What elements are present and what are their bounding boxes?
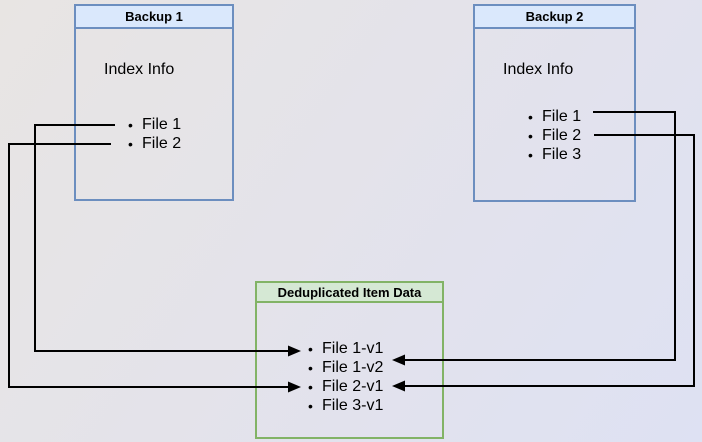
bullet-icon: • <box>128 116 133 133</box>
list-item: • File 3 <box>528 145 581 164</box>
dedup-file-1-v2: File 1-v2 <box>322 358 384 376</box>
dedup-file-2-v1: File 2-v1 <box>322 377 384 395</box>
backup1-index-info-label: Index Info <box>104 61 175 78</box>
backup2-file-2: File 2 <box>542 126 582 144</box>
backup1-file-1: File 1 <box>142 115 182 133</box>
bullet-icon: • <box>308 378 313 395</box>
list-item: • File 2 <box>528 126 581 145</box>
bullet-icon: • <box>528 108 533 125</box>
list-item: • File 1 <box>528 107 581 126</box>
bullet-icon: • <box>308 359 313 376</box>
dedup-title: Deduplicated Item Data <box>277 284 422 300</box>
dedup-file-3-v1: File 3-v1 <box>322 396 384 414</box>
list-item: • File 1-v1 <box>308 339 383 358</box>
list-item: • File 1 <box>128 115 181 134</box>
backup2-header: Backup 2 <box>475 6 634 29</box>
bullet-icon: • <box>528 127 533 144</box>
backup2-title: Backup 2 <box>525 9 584 24</box>
backup2-box: Backup 2 Index Info • File 1 • File 2 • … <box>473 4 636 202</box>
list-item: • File 1-v2 <box>308 358 383 377</box>
backup1-header: Backup 1 <box>76 6 232 29</box>
backup2-index-info-label: Index Info <box>503 61 574 78</box>
backup2-file-list: • File 1 • File 2 • File 3 <box>528 107 581 164</box>
backup1-file-2: File 2 <box>142 134 182 152</box>
backup2-file-1: File 1 <box>542 107 582 125</box>
list-item: • File 2-v1 <box>308 377 383 396</box>
dedup-box: Deduplicated Item Data • File 1-v1 • Fil… <box>255 281 444 439</box>
backup1-file-list: • File 1 • File 2 <box>128 115 181 153</box>
dedup-item-list: • File 1-v1 • File 1-v2 • File 2-v1 • Fi… <box>308 339 383 415</box>
bullet-icon: • <box>308 397 313 414</box>
list-item: • File 3-v1 <box>308 396 383 415</box>
list-item: • File 2 <box>128 134 181 153</box>
dedup-file-1-v1: File 1-v1 <box>322 339 384 357</box>
backup1-title: Backup 1 <box>125 9 183 24</box>
bullet-icon: • <box>128 135 133 152</box>
dedup-header: Deduplicated Item Data <box>257 283 442 303</box>
bullet-icon: • <box>528 146 533 163</box>
bullet-icon: • <box>308 340 313 357</box>
backup2-file-3: File 3 <box>542 145 582 163</box>
backup1-box: Backup 1 Index Info • File 1 • File 2 <box>74 4 234 201</box>
